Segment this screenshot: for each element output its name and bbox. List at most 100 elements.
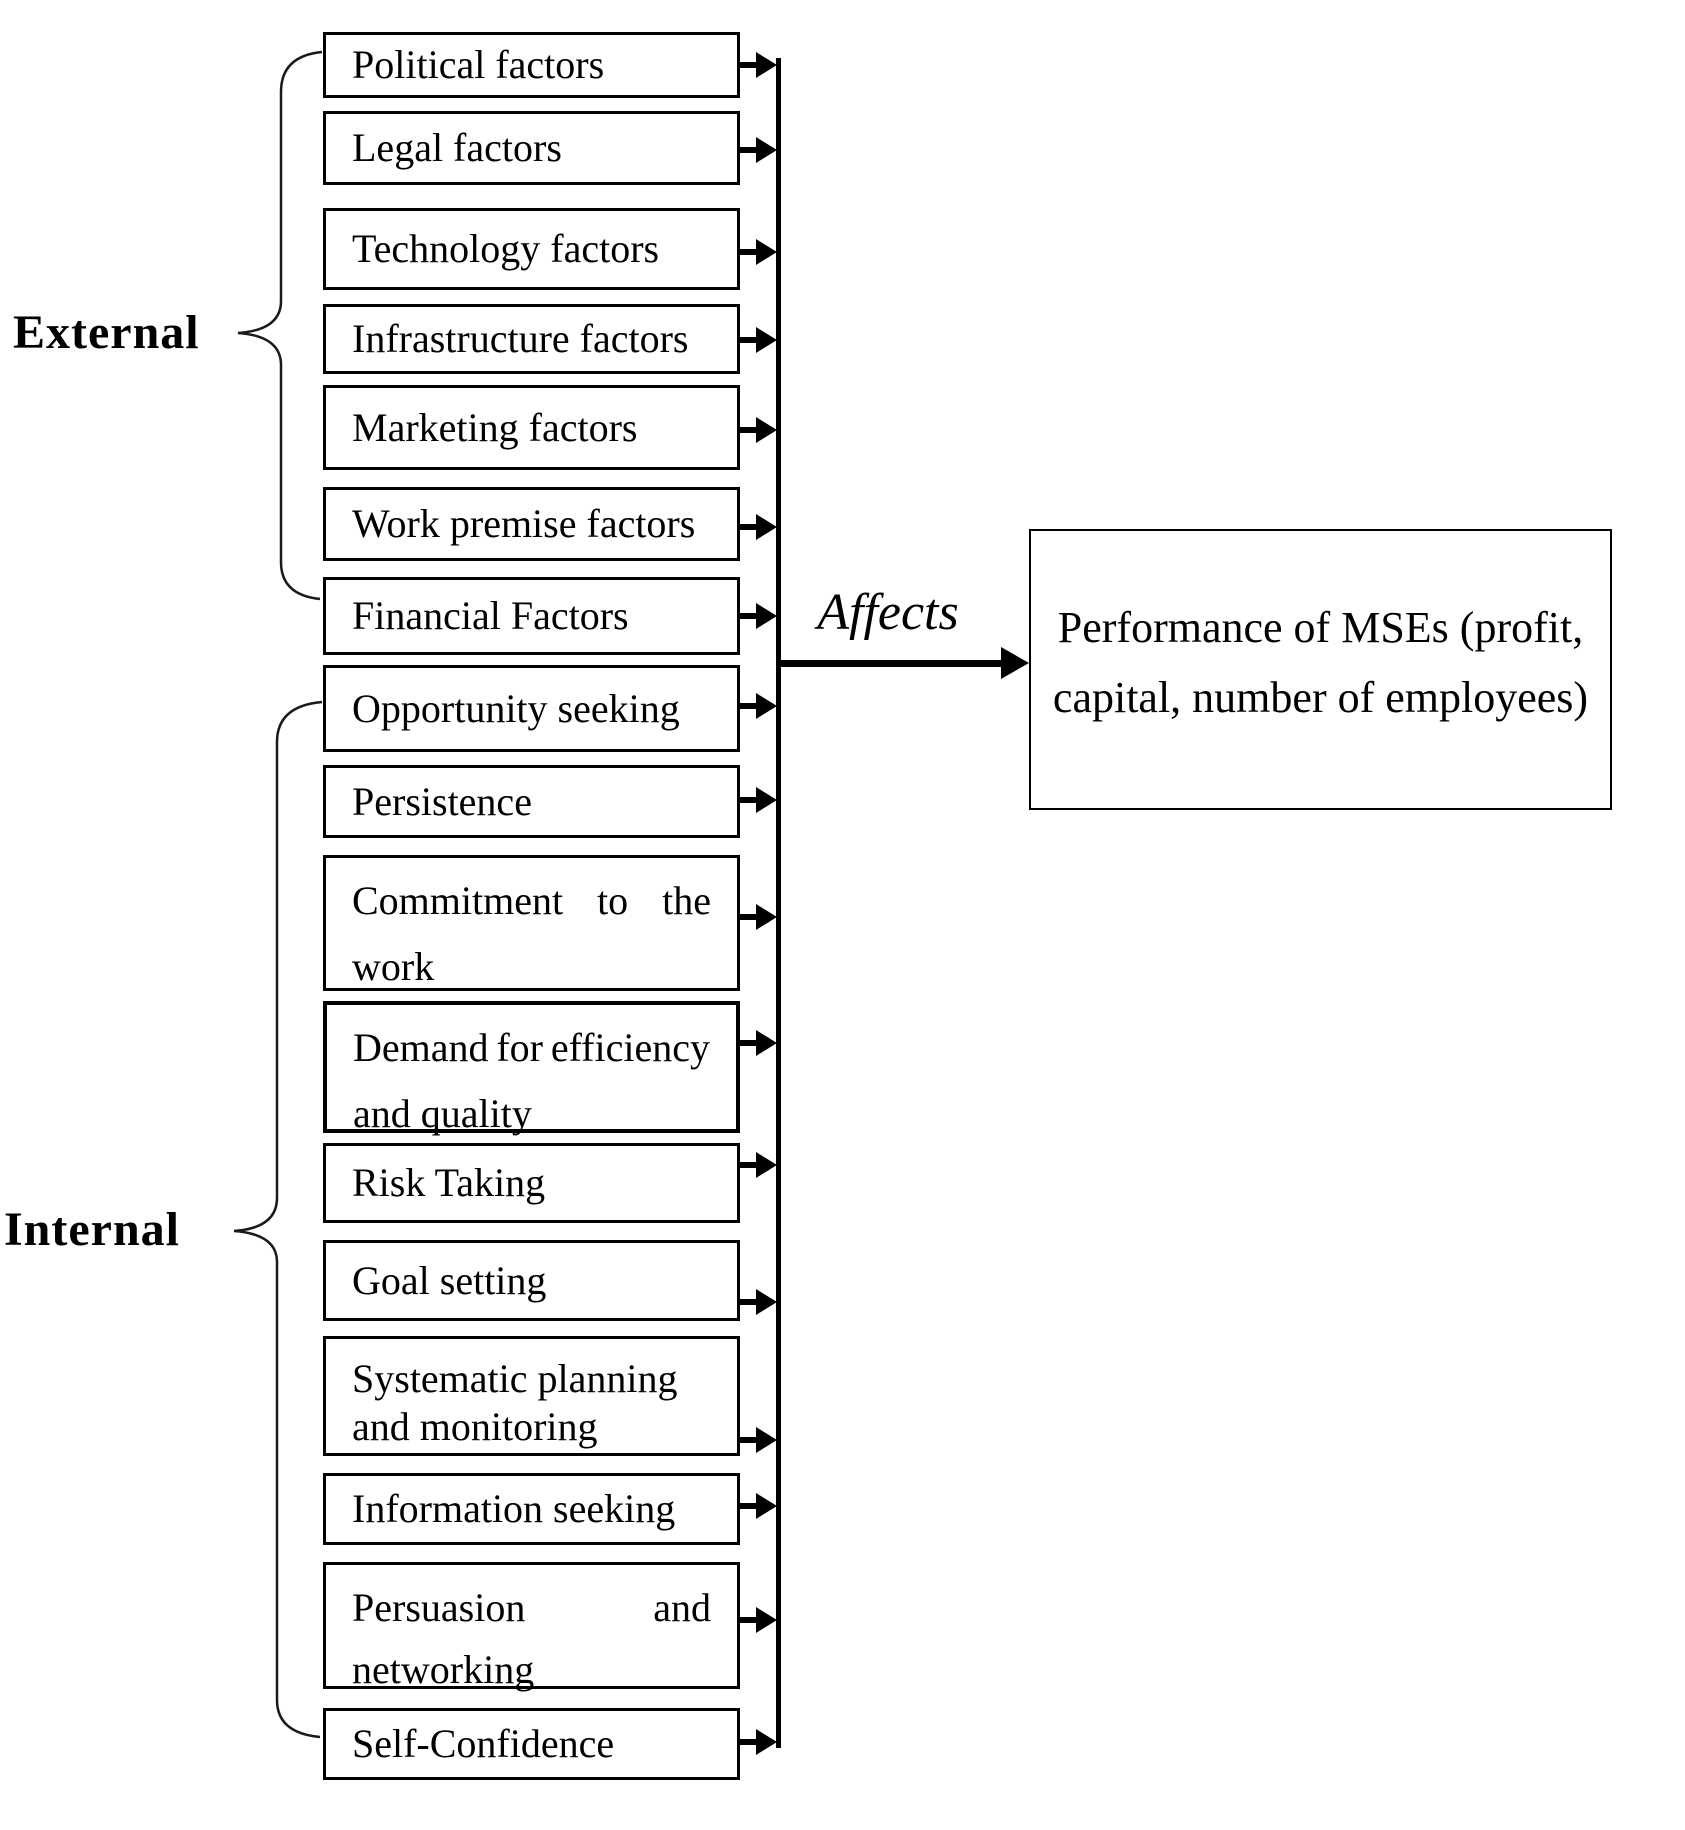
factor-box-label: Marketing factors: [352, 404, 638, 450]
factor-arrow-shaft: [740, 1162, 759, 1168]
factor-box-label-word: Commitment: [352, 878, 564, 923]
factor-box: Risk Taking: [323, 1143, 740, 1223]
factor-arrow-shaft: [740, 797, 759, 803]
factor-arrow: [740, 1427, 777, 1453]
factor-box-label: Goal setting: [352, 1257, 547, 1303]
factor-box: Goal setting: [323, 1240, 740, 1321]
factor-box-label: Opportunity seeking: [352, 685, 680, 731]
factor-box-label: Persuasion and: [352, 1577, 711, 1639]
factor-box-label-word: the: [662, 878, 711, 923]
factor-box-label: and quality: [353, 1091, 532, 1136]
factor-arrowhead-icon: [756, 693, 777, 719]
factor-box-label: Persistence: [352, 778, 532, 824]
affects-arrow: [779, 660, 1002, 667]
factor-arrowhead-icon: [756, 1607, 777, 1633]
factor-box-label: networking: [352, 1647, 535, 1692]
factor-arrowhead-icon: [756, 1152, 777, 1178]
factor-arrow: [740, 693, 777, 719]
factor-arrowhead-icon: [756, 1729, 777, 1755]
factor-arrow-shaft: [740, 337, 759, 343]
collector-line: [776, 58, 781, 1748]
factor-arrow-shaft: [740, 427, 759, 433]
factor-arrow: [740, 1607, 777, 1633]
factor-arrow: [740, 137, 777, 163]
factor-box-label: Legal factors: [352, 125, 562, 170]
factor-arrow: [740, 603, 777, 629]
factor-arrow: [740, 327, 777, 353]
external-group-label: External: [13, 306, 200, 359]
factor-box-label-word: to: [597, 878, 629, 923]
factor-box-label: Political factors: [352, 42, 605, 87]
factor-arrow-shaft: [740, 1617, 759, 1623]
factor-arrowhead-icon: [756, 1030, 777, 1056]
factor-box: Information seeking: [323, 1473, 740, 1545]
factor-box: Marketing factors: [323, 385, 740, 470]
factor-box-label: Work premise factors: [352, 501, 696, 546]
factor-arrowhead-icon: [756, 787, 777, 813]
factor-box-label-word: Demand: [353, 1025, 489, 1070]
factor-box-label: Risk Taking: [352, 1160, 546, 1205]
factor-arrowhead-icon: [756, 514, 777, 540]
factor-box-label-word: for: [496, 1025, 543, 1070]
factor-box: Legal factors: [323, 111, 740, 185]
factor-arrowhead-icon: [756, 603, 777, 629]
factor-box-label-word: Persuasion: [352, 1585, 526, 1630]
affects-label: Affects: [817, 584, 959, 641]
factor-arrow: [740, 52, 777, 78]
factor-box-label: work: [352, 944, 435, 989]
factor-box-label: Self-Confidence: [352, 1721, 615, 1766]
factor-arrowhead-icon: [756, 327, 777, 353]
factor-arrowhead-icon: [756, 1493, 777, 1519]
factor-arrow-shaft: [740, 62, 759, 68]
factor-box-label-word: and: [653, 1585, 711, 1630]
factor-arrowhead-icon: [756, 52, 777, 78]
factor-arrow-shaft: [740, 703, 759, 709]
factor-box: Self-Confidence: [323, 1708, 740, 1780]
factor-arrow: [740, 1030, 777, 1056]
outcome-line-1: Performance of MSEs (profit,: [1057, 603, 1584, 652]
internal-group-label: Internal: [4, 1203, 180, 1256]
factor-arrowhead-icon: [756, 239, 777, 265]
factor-arrow-shaft: [740, 249, 759, 255]
factor-box-label: and monitoring: [352, 1404, 598, 1449]
factor-box-label-word: efficiency: [550, 1025, 710, 1070]
outcome-line-2: capital, number of employees): [1052, 673, 1589, 722]
factor-arrow: [740, 514, 777, 540]
factor-box: Technology factors: [323, 208, 740, 290]
factor-arrowhead-icon: [756, 904, 777, 930]
factor-box: Persuasion and networking: [323, 1562, 740, 1692]
factor-arrow-shaft: [740, 1437, 759, 1443]
factor-arrow: [740, 904, 777, 930]
factor-box-label: Financial Factors: [352, 593, 629, 638]
factor-arrowhead-icon: [756, 1427, 777, 1453]
factor-arrow: [740, 787, 777, 813]
factor-arrow: [740, 1729, 777, 1755]
factor-box: Political factors: [323, 32, 740, 98]
factor-box-label: Systematic planning: [352, 1356, 678, 1401]
factor-box-label: Technology factors: [352, 226, 660, 271]
factor-box-label: Infrastructure factors: [352, 316, 689, 361]
affects-arrowhead-icon: [1001, 647, 1029, 679]
factor-arrow: [740, 417, 777, 443]
factor-arrow: [740, 239, 777, 265]
internal-brace: [233, 700, 323, 1739]
factor-arrow-shaft: [740, 1040, 759, 1046]
external-brace: [237, 50, 323, 601]
factor-arrow: [740, 1289, 777, 1315]
performance-outcome-box: Performance of MSEs (profit, capital, nu…: [1029, 529, 1612, 810]
factor-box: Persistence: [323, 765, 740, 838]
factor-box: Financial Factors: [323, 577, 740, 655]
factor-arrow: [740, 1493, 777, 1519]
factor-arrow-shaft: [740, 524, 759, 530]
factor-arrowhead-icon: [756, 137, 777, 163]
factor-arrow-shaft: [740, 147, 759, 153]
factor-arrow-shaft: [740, 1503, 759, 1509]
factor-arrow: [740, 1152, 777, 1178]
